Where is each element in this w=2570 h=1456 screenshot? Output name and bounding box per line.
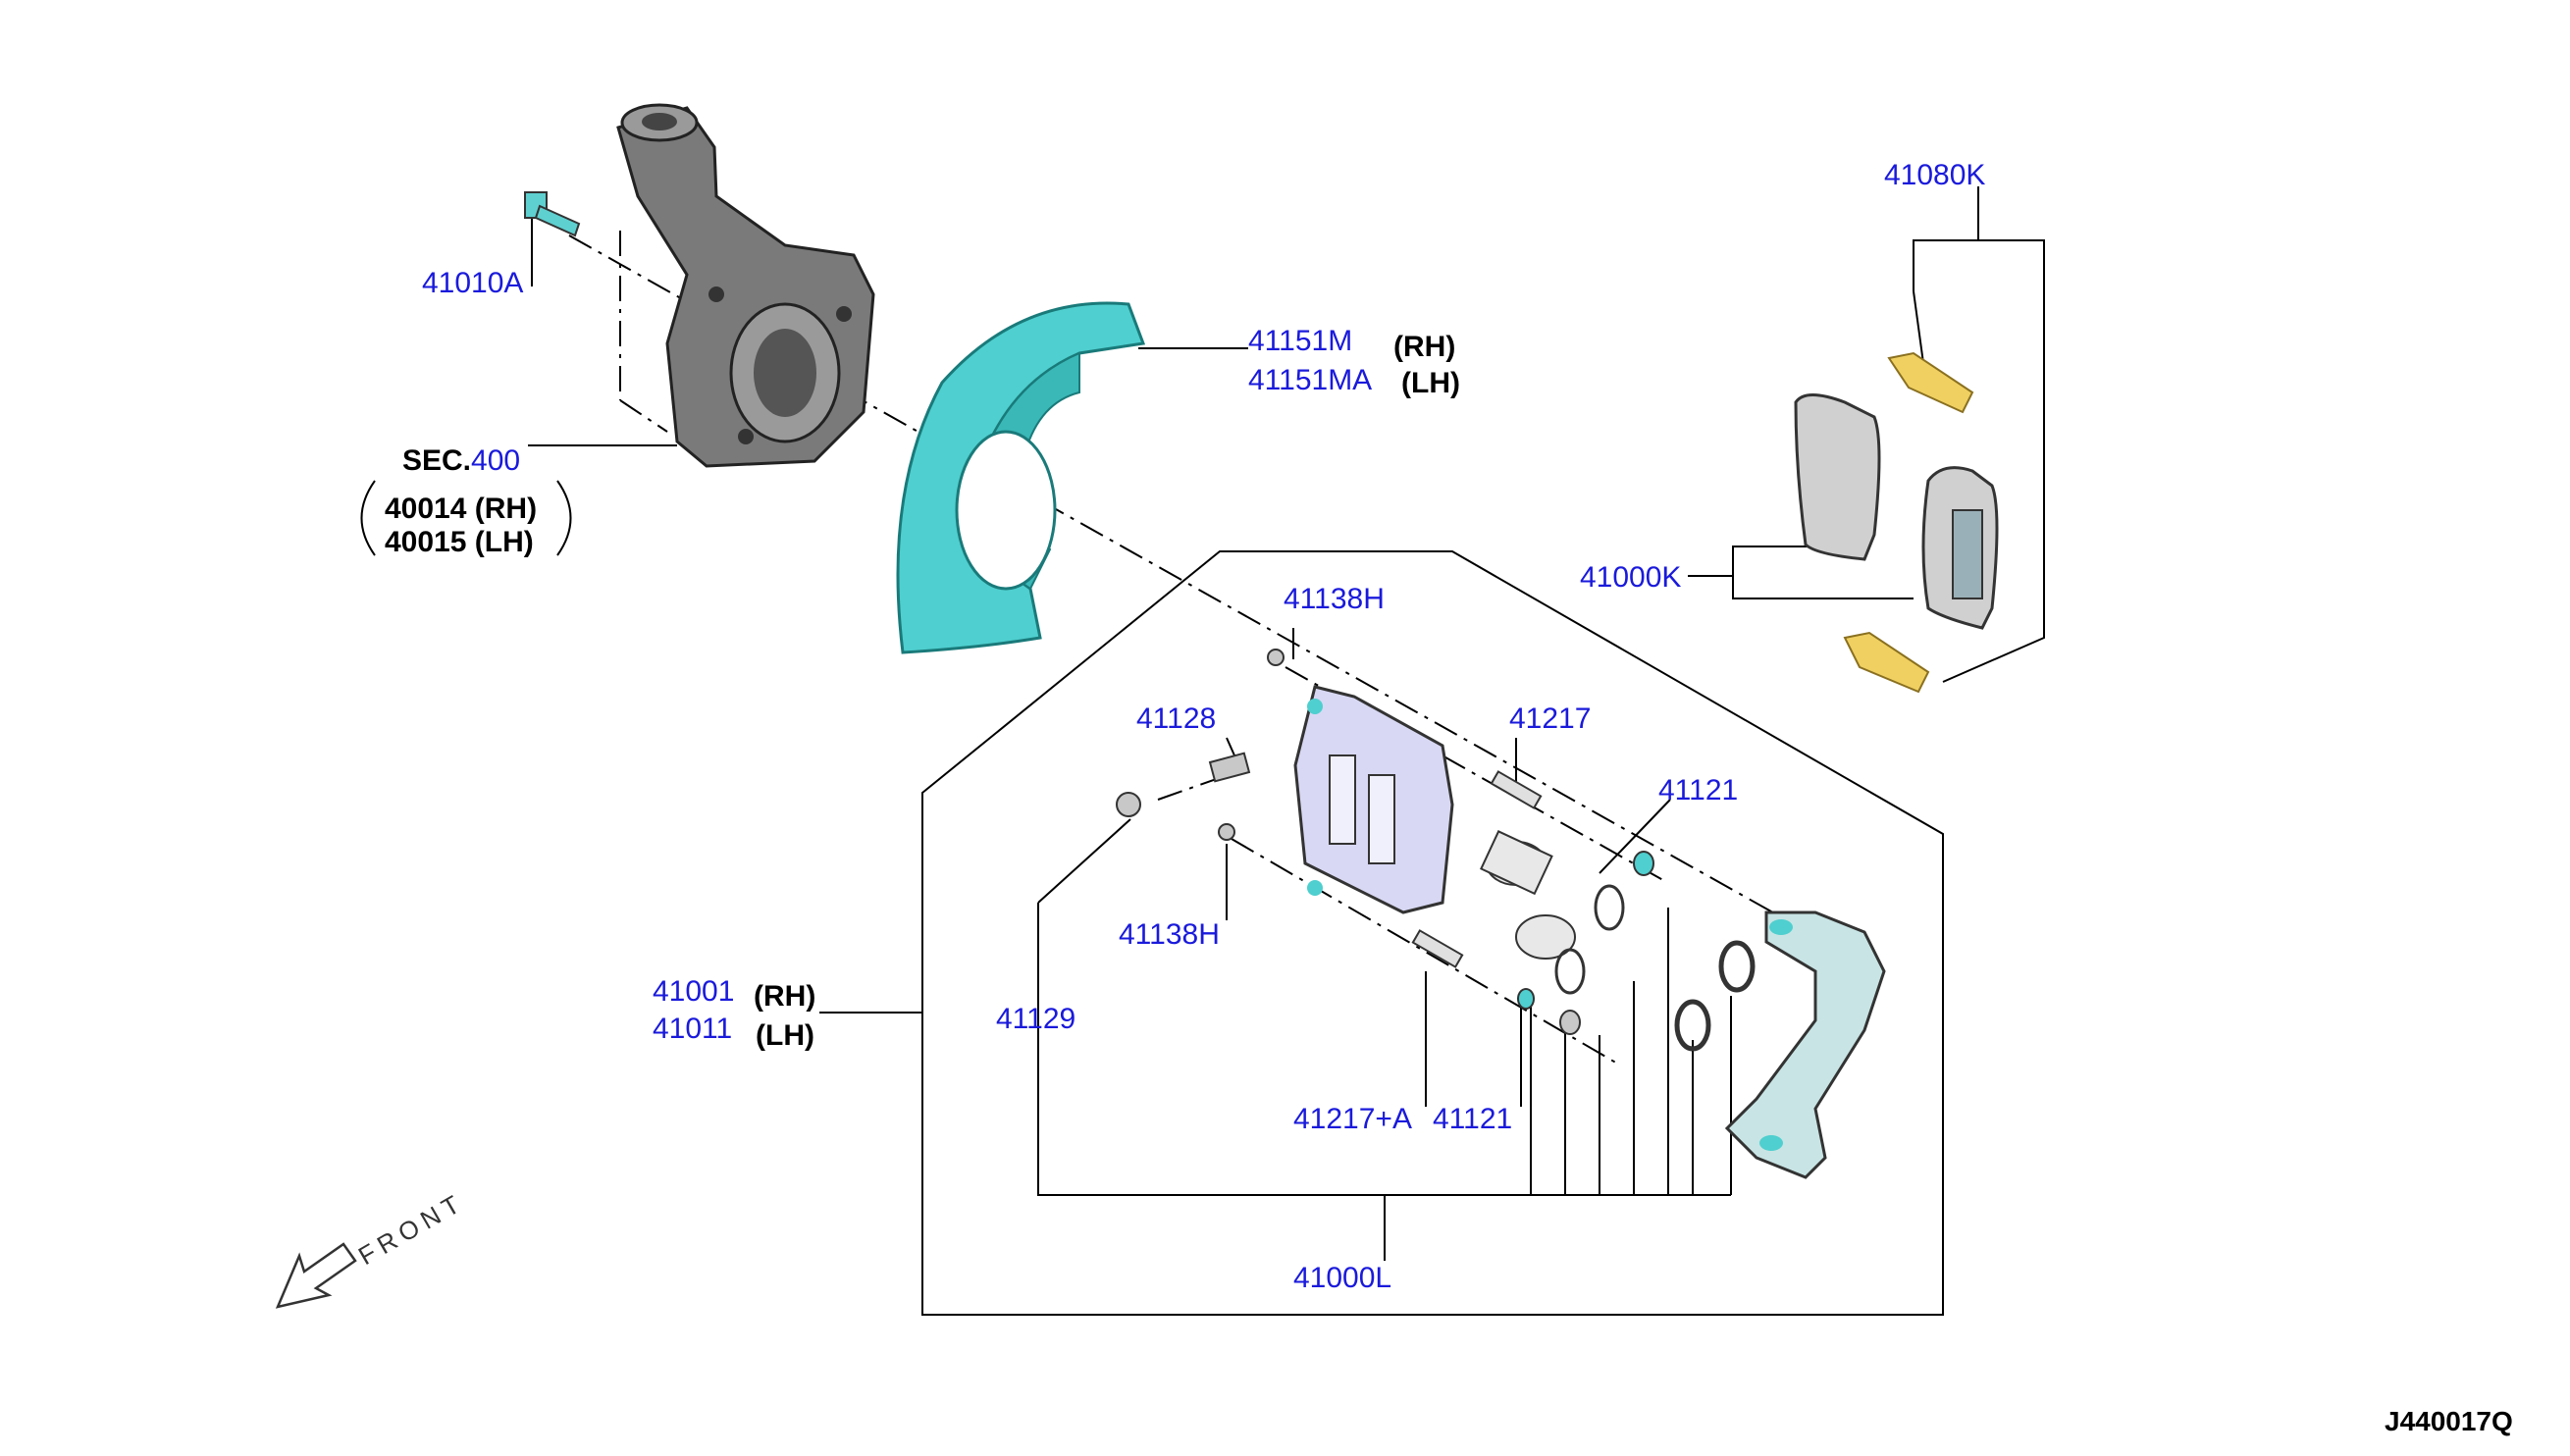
label-41080K: 41080K: [1884, 159, 1985, 191]
label-front: FRONT: [353, 1186, 470, 1271]
label-41010A: 41010A: [422, 267, 523, 299]
label-41128: 41128: [1136, 702, 1216, 735]
label-sec-number: 400: [471, 444, 520, 477]
label-41138H-top: 41138H: [1284, 583, 1385, 615]
label-sec-prefix: SEC.: [402, 444, 471, 477]
diagram-code: J440017Q: [2385, 1406, 2513, 1436]
label-41151M-side: (RH): [1393, 331, 1455, 363]
label-41011: 41011: [653, 1013, 732, 1045]
label-40015: 40015 (LH): [385, 526, 534, 558]
label-41000L: 41000L: [1293, 1262, 1391, 1294]
label-41001-side: (RH): [754, 980, 815, 1013]
caliper-bracket-icon: [1724, 910, 1886, 1179]
label-41138H-bottom: 41138H: [1119, 918, 1220, 951]
pad-clip-icon: [1843, 351, 1974, 694]
caliper-hardware-icon: [1116, 649, 1756, 1052]
hub-bolt-icon: [524, 191, 581, 237]
label-41217A: 41217+A: [1293, 1103, 1412, 1135]
front-arrow-icon: [275, 1242, 357, 1309]
label-41151MA-side: (LH): [1401, 367, 1460, 399]
label-41129: 41129: [996, 1003, 1075, 1035]
brake-pad-icon: [1794, 393, 1999, 630]
label-41217: 41217: [1509, 702, 1591, 735]
label-sec-400: SEC.400: [402, 444, 520, 477]
label-40014: 40014 (RH): [385, 493, 537, 525]
label-41151MA: 41151MA: [1248, 364, 1372, 396]
label-41001: 41001: [653, 975, 734, 1008]
part-labels: 41080K 41010A 41151M (RH) 41151MA (LH) S…: [353, 159, 2513, 1436]
steering-knuckle-icon: [616, 103, 875, 468]
label-41000K: 41000K: [1580, 561, 1681, 594]
leader-lines: [360, 186, 2045, 1316]
label-41151M: 41151M: [1248, 325, 1352, 357]
dust-shield-icon: [896, 301, 1146, 654]
brake-caliper-icon: [1293, 685, 1454, 914]
label-41121-top: 41121: [1658, 774, 1738, 806]
label-41121-bottom: 41121: [1433, 1103, 1512, 1135]
label-41011-side: (LH): [756, 1019, 814, 1052]
